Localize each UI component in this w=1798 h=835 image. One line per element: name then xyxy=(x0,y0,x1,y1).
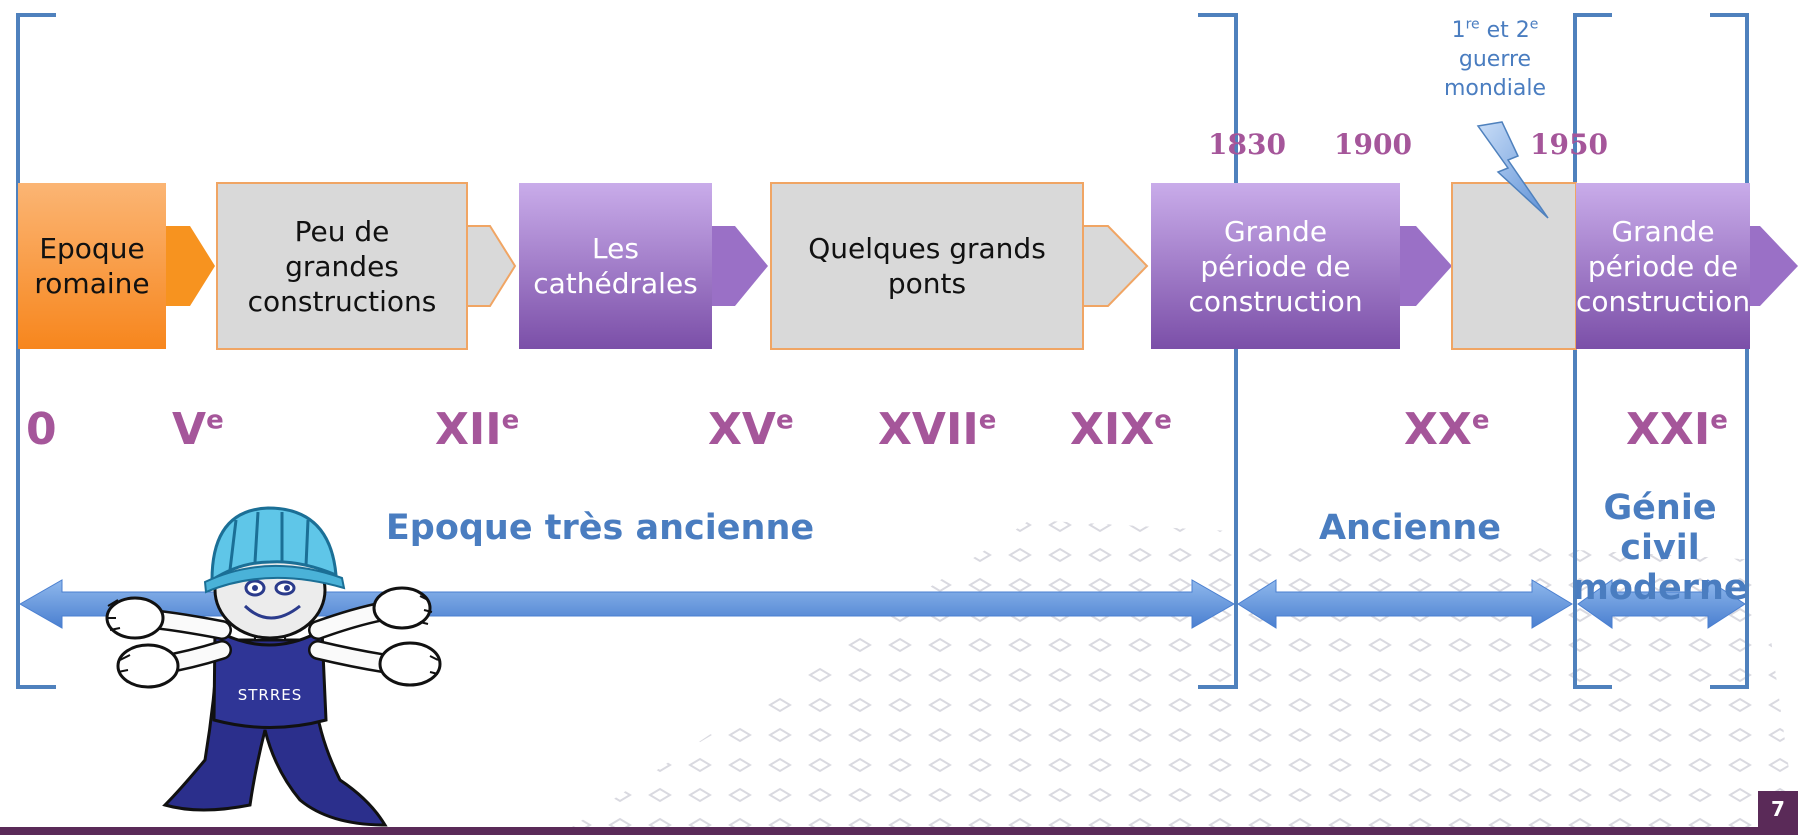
page-number: 7 xyxy=(1758,791,1798,827)
year-1830: 1830 xyxy=(1208,128,1286,161)
century-xvii: XVIIe xyxy=(878,404,997,455)
year-1950: 1950 xyxy=(1530,128,1608,161)
bracket-right xyxy=(1710,13,1749,689)
world-wars-line1: 1re et 2e xyxy=(1451,16,1539,43)
period-label-quelques-grands-ponts: Quelques grands ponts xyxy=(808,232,1046,300)
period-box-4 xyxy=(770,182,1149,350)
period-label-grande-periode-1: Grande période de construction xyxy=(1188,214,1363,318)
century-xx: XXe xyxy=(1404,404,1490,455)
period-box-1 xyxy=(18,183,215,349)
mascot-badge-text: STRRES xyxy=(237,686,303,704)
world-wars-line3: mondiale xyxy=(1443,76,1547,101)
period-label-epoque-romaine: Epoque romaine xyxy=(34,232,150,300)
period-box-2 xyxy=(216,182,517,350)
period-box-7 xyxy=(1576,183,1798,349)
mascot-illustration xyxy=(105,506,442,827)
bracket-group xyxy=(16,13,1749,689)
bracket-1950-left xyxy=(1573,13,1612,689)
footer-bar xyxy=(0,827,1798,835)
period-label-les-cathedrales: Les cathédrales xyxy=(533,232,698,300)
century-xix: XIXe xyxy=(1070,404,1172,455)
era-label-tres-ancienne: Epoque très ancienne xyxy=(385,508,815,548)
year-1900: 1900 xyxy=(1334,128,1412,161)
century-xv: XVe xyxy=(708,404,794,455)
era-label-genie-civil-moderne: Génie civil moderne xyxy=(1572,488,1748,608)
period-box-3 xyxy=(519,183,768,349)
left-bracket xyxy=(16,13,56,689)
era-label-ancienne: Ancienne xyxy=(1318,508,1502,548)
bracket-1830-right xyxy=(1198,13,1238,689)
era-arrow-3 xyxy=(1577,579,1746,629)
era-arrow-2 xyxy=(1237,579,1573,629)
century-xii: XIIe xyxy=(435,404,520,455)
period-label-empty xyxy=(1452,183,1576,349)
lightning-bolt-icon xyxy=(1476,121,1549,219)
world-wars-line2: guerre xyxy=(1458,47,1532,72)
century-xxi: XXIe xyxy=(1626,404,1728,455)
world-wars-note: 1re et 2e guerre mondiale xyxy=(1430,16,1560,103)
period-label-peu-de-grandes-constructions: Peu de grandes constructions xyxy=(247,214,437,318)
period-label-grande-periode-2: Grande période de construction xyxy=(1575,214,1751,318)
century-0: 0 xyxy=(26,404,57,455)
period-box-5 xyxy=(1151,183,1452,349)
century-v: Ve xyxy=(172,404,224,455)
